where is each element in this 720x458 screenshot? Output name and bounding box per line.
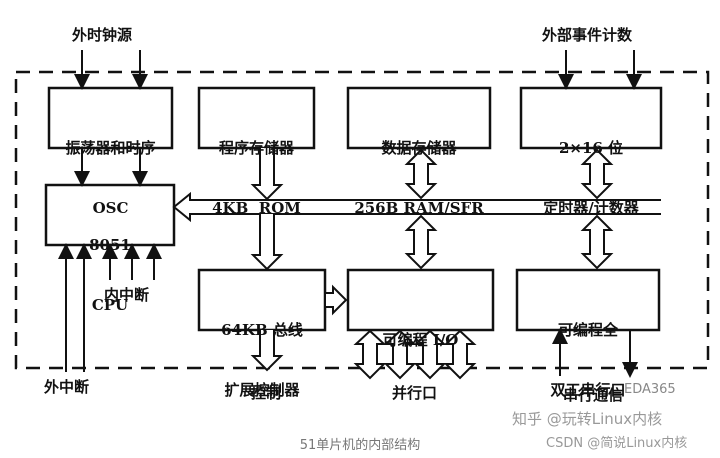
internal-interrupt-label: 内中断 <box>104 286 150 304</box>
program-memory-label: 程序存储器 4KB ROM <box>199 98 314 258</box>
program-memory-line2: 4KB ROM <box>212 199 301 217</box>
data-memory-label: 数据存储器 256B RAM/SFR <box>348 98 490 258</box>
control-output-arrow <box>250 330 284 372</box>
io-bus-arrow <box>404 214 438 270</box>
program-memory-line1: 程序存储器 <box>218 139 294 157</box>
programmable-io-line1: 可编程 I/O <box>382 331 459 349</box>
parallel-port-label: 并行口 <box>392 384 438 402</box>
serial-port-label: 可编程全 双工串行口 <box>517 280 659 440</box>
cpu-label: 8051 CPU <box>46 195 174 355</box>
serial-port-line2: 双工串行口 <box>550 381 626 399</box>
zhihu-watermark: 知乎 @玩转Linux内核 <box>512 410 663 428</box>
internal-bus <box>172 191 661 223</box>
cpu-line1: 8051 <box>89 236 131 254</box>
diagram-lines <box>14 50 710 380</box>
data-memory-line2: 256B RAM/SFR <box>354 199 484 217</box>
csdn-watermark: CSDN @简说Linux内核 <box>546 436 688 451</box>
programmable-io-label: 可编程 I/O <box>348 290 493 390</box>
block-diagram: 振荡器和时序 OSC 程序存储器 4KB ROM 数据存储器 256B RAM/… <box>14 26 710 428</box>
serial-comm-label: 串行通信 <box>563 386 624 404</box>
external-interrupt-label: 外中断 <box>44 378 90 396</box>
serial-port-block <box>515 268 661 332</box>
controller-to-io-arrow <box>324 284 348 316</box>
data-memory-line1: 数据存储器 <box>381 139 457 157</box>
serial-port-line1: 可编程全 <box>557 321 618 339</box>
ram-bus-arrow <box>404 148 438 200</box>
serial-bus-arrow <box>580 214 614 270</box>
oscillator-line2: OSC <box>92 199 129 217</box>
ext-event-count-label: 外部事件计数 <box>542 26 633 44</box>
program-memory-block <box>197 86 316 150</box>
timer-bus-arrow <box>580 148 614 200</box>
data-memory-block <box>346 86 492 150</box>
bus-controller-line2: 扩展控制器 <box>224 381 300 399</box>
oscillator-block <box>47 86 174 150</box>
oscillator-line1: 振荡器和时序 <box>65 139 156 157</box>
control-label: 控制 <box>251 384 282 402</box>
figure-caption: 51单片机的内部结构 <box>299 438 421 453</box>
programmable-io-block <box>346 268 495 332</box>
timer-label: 2×16 位 定时器/计数器 <box>521 98 661 258</box>
timer-line1: 2×16 位 <box>558 139 624 157</box>
bus-controller-label: 64KB 总线 扩展控制器 <box>199 280 325 440</box>
bus-controller-block <box>197 268 327 332</box>
cpu-line2: CPU <box>91 296 129 314</box>
bus-to-controller-arrow <box>250 214 284 271</box>
parallel-port-arrows <box>353 329 477 380</box>
oscillator-label: 振荡器和时序 OSC <box>49 98 172 258</box>
timer-block <box>519 86 663 150</box>
bus-controller-line1: 64KB 总线 <box>221 321 303 339</box>
eda-watermark: EDA365 <box>624 382 676 397</box>
ext-clock-label: 外时钟源 <box>72 26 133 44</box>
rom-to-bus-arrow <box>250 148 284 201</box>
timer-line2: 定时器/计数器 <box>543 199 639 217</box>
